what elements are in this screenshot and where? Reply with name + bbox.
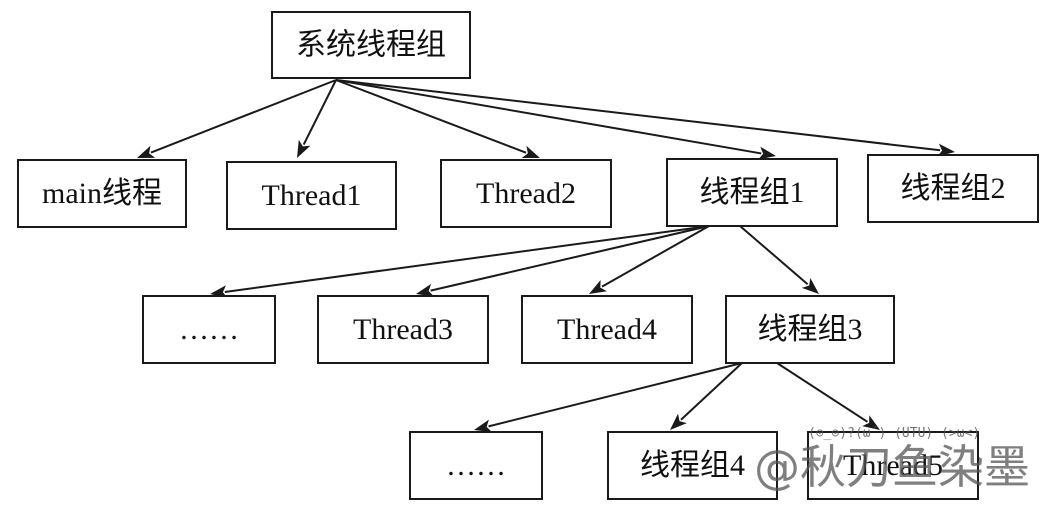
- edge-root-to-main: [137, 79, 337, 158]
- edge-line: [739, 225, 809, 285]
- arrowhead-icon: [416, 283, 435, 297]
- node-box: [317, 295, 489, 364]
- arrowhead-icon: [297, 139, 311, 158]
- node-main: main线程: [17, 159, 187, 228]
- edge-root-to-g2: [335, 79, 955, 157]
- node-g3: 线程组3: [725, 295, 895, 364]
- edges-layer: [137, 79, 955, 433]
- edge-root-to-g1: [335, 79, 776, 160]
- node-box: [666, 158, 838, 227]
- node-g4: 线程组4: [607, 431, 778, 500]
- edge-line: [335, 79, 527, 154]
- watermark-faces: (⊙_⊙)?(ω´) (UTU) (>ω<): [808, 426, 980, 441]
- node-label: 线程组1: [700, 176, 805, 209]
- edge-g1-to-t4: [589, 225, 710, 294]
- node-box: [725, 295, 895, 364]
- node-box: [409, 431, 543, 500]
- node-label: ……: [179, 313, 239, 346]
- node-label: main线程: [42, 177, 162, 210]
- edge-line: [776, 362, 868, 423]
- arrowhead-icon: [589, 279, 607, 294]
- node-box: [142, 295, 276, 364]
- node-box: [271, 11, 471, 79]
- node-label: Thread2: [476, 177, 576, 210]
- edge-line: [601, 225, 710, 288]
- arrowhead-icon: [670, 413, 687, 430]
- arrowhead-icon: [521, 145, 540, 158]
- node-box: [226, 161, 397, 230]
- node-box: [17, 159, 187, 228]
- edge-line: [302, 79, 337, 146]
- node-t4: Thread4: [521, 295, 693, 364]
- node-dots2: ……: [409, 431, 543, 500]
- watermark-text: @秋刀鱼染墨: [754, 440, 1030, 494]
- edge-g1-to-g3: [739, 225, 819, 294]
- edge-root-to-t2: [335, 79, 540, 158]
- node-box: [607, 431, 778, 500]
- edge-g3-to-g4: [670, 362, 743, 430]
- edge-line: [224, 225, 710, 293]
- node-label: Thread5: [843, 449, 943, 482]
- node-label: 线程组3: [758, 313, 863, 346]
- arrowhead-icon: [937, 143, 955, 157]
- arrowhead-icon: [137, 145, 156, 158]
- node-label: Thread3: [353, 313, 453, 346]
- node-t1: Thread1: [226, 161, 397, 230]
- node-t3: Thread3: [317, 295, 489, 364]
- node-box: [521, 295, 693, 364]
- arrowhead-icon: [801, 277, 819, 294]
- edge-line: [335, 79, 762, 155]
- node-g1: 线程组1: [666, 158, 838, 227]
- node-label: Thread4: [557, 313, 657, 346]
- node-box: [440, 159, 612, 228]
- arrowhead-icon: [474, 419, 493, 433]
- node-root: 系统线程组: [271, 11, 471, 79]
- edge-line: [680, 362, 743, 421]
- node-label: 线程组2: [901, 172, 1006, 205]
- node-label: Thread1: [262, 179, 362, 212]
- node-label: ……: [446, 449, 506, 482]
- node-t5: Thread5: [807, 431, 979, 500]
- arrowhead-icon: [758, 146, 776, 160]
- edge-line: [430, 225, 710, 292]
- watermark: (⊙_⊙)?(ω´) (UTU) (>ω<) @秋刀鱼染墨: [754, 426, 1030, 494]
- node-dots1: ……: [142, 295, 276, 364]
- edge-g3-to-dots2: [474, 362, 743, 433]
- edge-root-to-t1: [297, 79, 337, 158]
- arrowhead-icon: [210, 285, 228, 299]
- nodes-layer: 系统线程组 main线程 Thread1 Thread2 线程组1 线程组2 …… Threa…: [17, 11, 1039, 500]
- node-box: [807, 431, 979, 500]
- edge-g1-to-dots1: [210, 225, 710, 299]
- edge-g3-to-t5: [776, 362, 880, 430]
- node-t2: Thread2: [440, 159, 612, 228]
- node-label: 系统线程组: [296, 29, 446, 62]
- node-box: [867, 154, 1039, 223]
- edge-line: [335, 79, 941, 152]
- arrowhead-icon: [862, 415, 880, 430]
- edge-line: [150, 79, 337, 154]
- edge-line: [488, 362, 743, 428]
- node-label: 线程组4: [640, 449, 745, 482]
- edge-g1-to-t3: [416, 225, 710, 297]
- node-g2: 线程组2: [867, 154, 1039, 223]
